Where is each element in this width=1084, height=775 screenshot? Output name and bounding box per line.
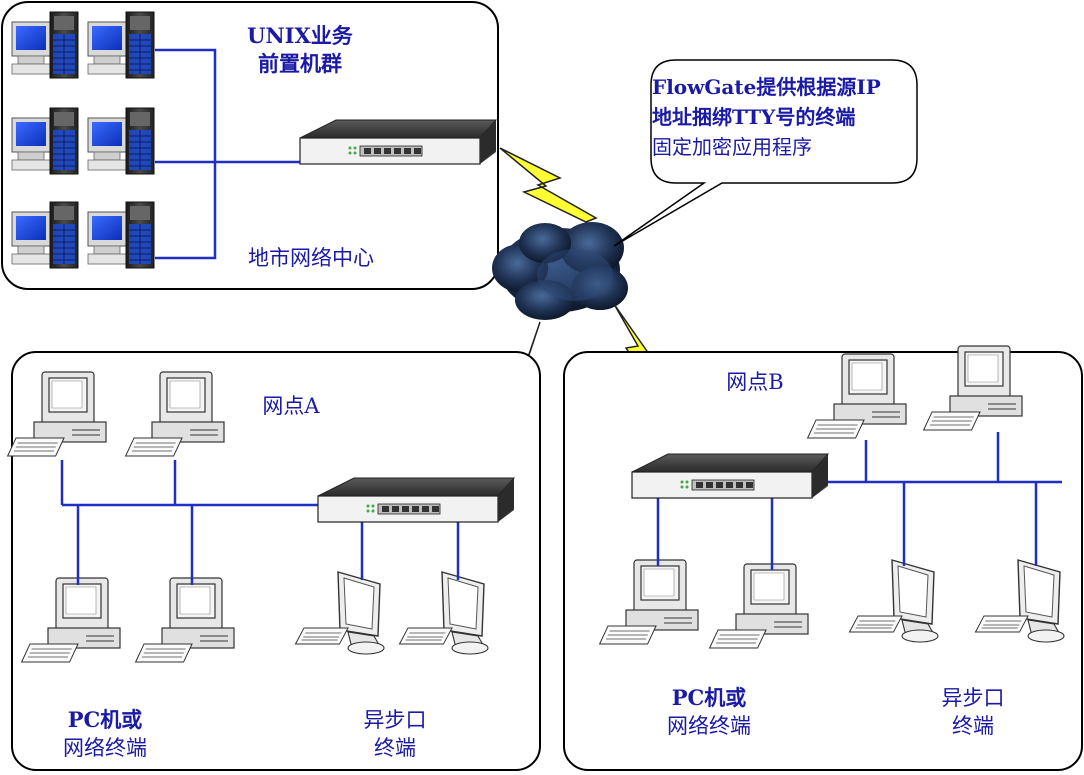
unix-cluster-label-line2: 前置机群 xyxy=(258,51,342,76)
site-b-async-label: 异步口 终端 xyxy=(918,684,1028,740)
site-a-async-label-line1: 异步口 xyxy=(363,708,427,732)
unix-cluster-label-line1: UNIX业务 xyxy=(247,23,353,48)
server-icon xyxy=(87,11,155,79)
site-a-pc-label-line1: PC机或 xyxy=(67,707,143,732)
callout-bubble xyxy=(613,59,918,247)
site-b-async-label-line2: 终端 xyxy=(952,714,994,738)
site-b-pc-label-line2: 网络终端 xyxy=(667,714,751,738)
site-a-pc-label-line2: 网络终端 xyxy=(63,736,147,760)
site-b-pc-label-line1: PC机或 xyxy=(671,685,747,710)
callout-text: FlowGate提供根据源IP 地址捆绑TTY号的终端 固定加密应用程序 xyxy=(652,72,881,162)
site-a-async-label-line2: 终端 xyxy=(374,736,416,760)
network-center-label: 地市网络中心 xyxy=(236,244,386,272)
flowgate-appliance-center xyxy=(299,119,497,165)
site-a-async-label: 异步口 终端 xyxy=(340,706,450,762)
server-icon xyxy=(11,11,79,79)
flowgate-appliance-site-a xyxy=(317,477,515,523)
site-a-label-text: 网点A xyxy=(262,394,320,418)
network-center-label-text: 地市网络中心 xyxy=(248,246,374,270)
site-b-label: 网点B xyxy=(710,368,800,396)
callout-line3: 固定加密应用程序 xyxy=(652,135,812,159)
callout-line1: FlowGate提供根据源IP xyxy=(652,75,881,99)
unix-cluster-label: UNIX业务 前置机群 xyxy=(240,22,360,78)
flowgate-appliance-site-b xyxy=(631,453,829,499)
server-icon xyxy=(11,107,79,175)
site-a-label: 网点A xyxy=(246,392,336,420)
site-a-pc-label: PC机或 网络终端 xyxy=(40,706,170,762)
center-links xyxy=(155,48,300,260)
server-icon xyxy=(87,201,155,269)
wan-cloud-icon xyxy=(492,222,628,320)
site-b-pc-label: PC机或 网络终端 xyxy=(644,684,774,740)
server-icon xyxy=(87,107,155,175)
callout-line2: 地址捆绑TTY号的终端 xyxy=(652,105,856,129)
site-b-links xyxy=(656,432,1062,570)
site-b-async-label-line1: 异步口 xyxy=(941,686,1005,710)
site-a-links xyxy=(60,460,460,585)
server-icon xyxy=(11,201,79,269)
site-b-label-text: 网点B xyxy=(726,370,784,394)
